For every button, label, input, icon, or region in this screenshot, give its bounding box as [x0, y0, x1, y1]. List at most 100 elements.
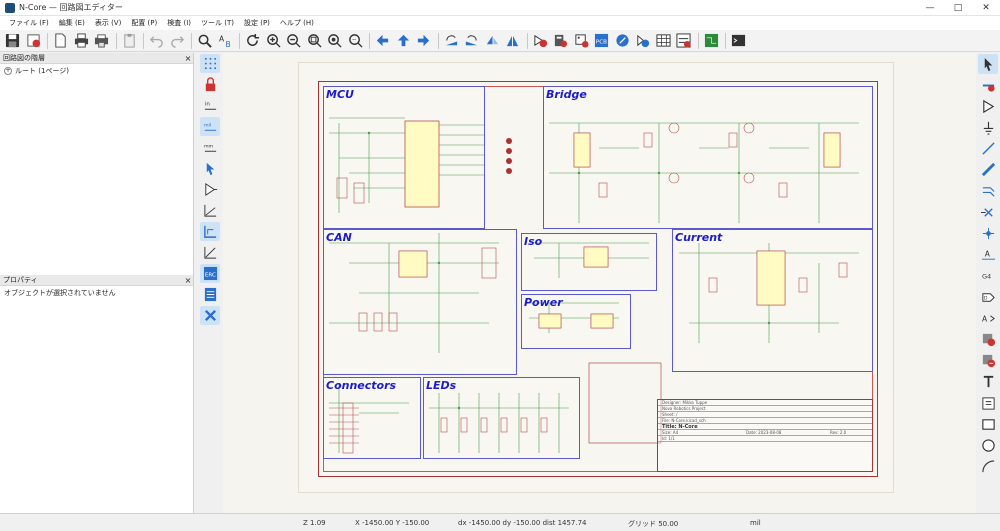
scripting-console-button[interactable]: [729, 31, 748, 50]
add-arc-button[interactable]: [978, 457, 998, 477]
navigate-back-button[interactable]: [373, 31, 392, 50]
undo-button[interactable]: [147, 31, 166, 50]
mirror-vertical-icon: [486, 35, 498, 45]
page-settings-button[interactable]: [51, 31, 70, 50]
block-bridge[interactable]: Bridge: [543, 86, 873, 229]
import-sheet-pin-button[interactable]: [978, 351, 998, 371]
close-window-button[interactable]: ✕: [982, 2, 990, 13]
paste-button[interactable]: [120, 31, 139, 50]
annotate-button[interactable]: [613, 31, 632, 50]
block-title-iso: Iso: [524, 235, 543, 248]
block-current[interactable]: Current: [672, 229, 873, 372]
update-pcb-button[interactable]: PCB: [592, 31, 611, 50]
menu-inspect[interactable]: 検査 (I): [167, 19, 192, 27]
toolbar-separator: [115, 32, 117, 49]
close-icon[interactable]: ×: [184, 275, 192, 285]
add-circle-button[interactable]: [978, 435, 998, 455]
bom-button[interactable]: [654, 31, 673, 50]
add-sheet-button[interactable]: [978, 329, 998, 349]
add-hierarchical-label-button[interactable]: D: [978, 287, 998, 307]
menu-tools[interactable]: ツール (T): [201, 19, 234, 27]
block-leds[interactable]: LEDs: [423, 377, 580, 459]
add-junction-button[interactable]: [978, 224, 998, 244]
close-icon[interactable]: ×: [184, 53, 192, 63]
units-inches-button[interactable]: in: [200, 96, 220, 115]
zoom-fit-button[interactable]: [305, 31, 324, 50]
zoom-objects-button[interactable]: [325, 31, 344, 50]
symbol-library-button[interactable]: [551, 31, 570, 50]
tree-item-root[interactable]: + ルート (1ページ): [0, 64, 193, 78]
menu-view[interactable]: 表示 (V): [94, 19, 122, 27]
maximize-button[interactable]: □: [953, 2, 963, 13]
block-connectors[interactable]: Connectors: [323, 377, 421, 459]
properties-toggle-button[interactable]: [200, 285, 220, 304]
title-block-rev: Rev: 2.0: [830, 430, 847, 435]
menu-place[interactable]: 配置 (P): [131, 19, 158, 27]
menu-edit[interactable]: 編集 (E): [58, 19, 85, 27]
zoom-in-button[interactable]: [264, 31, 283, 50]
show-hidden-pins-button[interactable]: ERC: [200, 264, 220, 283]
refresh-button[interactable]: [243, 31, 262, 50]
save-button[interactable]: [3, 31, 22, 50]
add-bus-button[interactable]: [978, 160, 998, 180]
zoom-out-button[interactable]: [284, 31, 303, 50]
toggle-grid-button[interactable]: [200, 54, 220, 73]
expand-icon[interactable]: +: [4, 67, 12, 75]
add-label-button[interactable]: A: [978, 308, 998, 328]
mirror-vertical-button[interactable]: [483, 31, 502, 50]
cursor-shape-button[interactable]: [200, 159, 220, 178]
zoom-selection-button[interactable]: [346, 31, 365, 50]
svg-text:G4: G4: [981, 273, 990, 281]
grid-lock-button[interactable]: [200, 75, 220, 94]
add-power-button[interactable]: [978, 118, 998, 138]
footprint-library-icon: [574, 34, 589, 48]
line-mode-45-button[interactable]: [200, 243, 220, 262]
wire-icon: [981, 142, 995, 155]
rotate-ccw-button[interactable]: [442, 31, 461, 50]
add-rectangle-button[interactable]: [978, 414, 998, 434]
erc-button[interactable]: [633, 31, 652, 50]
symbol-editor-button[interactable]: [531, 31, 550, 50]
block-mcu[interactable]: MCU: [323, 86, 485, 229]
rotate-cw-button[interactable]: [462, 31, 481, 50]
assign-footprints-button[interactable]: [674, 31, 693, 50]
block-iso[interactable]: Iso: [521, 233, 657, 291]
block-can[interactable]: CAN: [323, 229, 517, 375]
block-power[interactable]: Power: [521, 294, 631, 349]
add-net-label-button[interactable]: A: [978, 245, 998, 265]
add-symbol-button[interactable]: [978, 96, 998, 116]
add-text-button[interactable]: [978, 372, 998, 392]
units-mils-button[interactable]: mil: [200, 117, 220, 136]
line-mode-90-button[interactable]: [200, 222, 220, 241]
show-pins-button[interactable]: [200, 180, 220, 199]
add-textbox-button[interactable]: [978, 393, 998, 413]
mirror-horizontal-button[interactable]: [503, 31, 522, 50]
add-global-label-button[interactable]: G4: [978, 266, 998, 286]
highlight-net-button[interactable]: [978, 75, 998, 95]
add-no-connect-button[interactable]: [978, 202, 998, 222]
navigate-up-button[interactable]: [394, 31, 413, 50]
tree-item-label: ルート (1ページ): [15, 67, 70, 75]
schematic-canvas[interactable]: MCU Bridge CAN Iso Current Power Connect…: [223, 53, 976, 513]
net-label-icon: A: [981, 250, 995, 260]
print-button[interactable]: [72, 31, 91, 50]
plot-button[interactable]: [92, 31, 111, 50]
navigate-forward-button[interactable]: [414, 31, 433, 50]
line-mode-free-button[interactable]: [200, 201, 220, 220]
select-tool-button[interactable]: [978, 54, 998, 74]
footprint-library-button[interactable]: [572, 31, 591, 50]
tools-settings-button[interactable]: [200, 306, 220, 325]
window-title: N-Core — 回路図エディター: [19, 3, 123, 12]
menu-preferences[interactable]: 設定 (P): [243, 19, 270, 27]
add-wire-button[interactable]: [978, 139, 998, 159]
minimize-button[interactable]: —: [925, 2, 935, 13]
menu-file[interactable]: ファイル (F): [9, 19, 49, 27]
open-pcb-editor-button[interactable]: [702, 31, 721, 50]
menu-help[interactable]: ヘルプ (H): [279, 19, 314, 27]
add-bus-entry-button[interactable]: [978, 181, 998, 201]
redo-button[interactable]: [168, 31, 187, 50]
schematic-setup-button[interactable]: [24, 31, 43, 50]
find-button[interactable]: [195, 31, 214, 50]
units-mm-button[interactable]: mm: [200, 138, 220, 157]
